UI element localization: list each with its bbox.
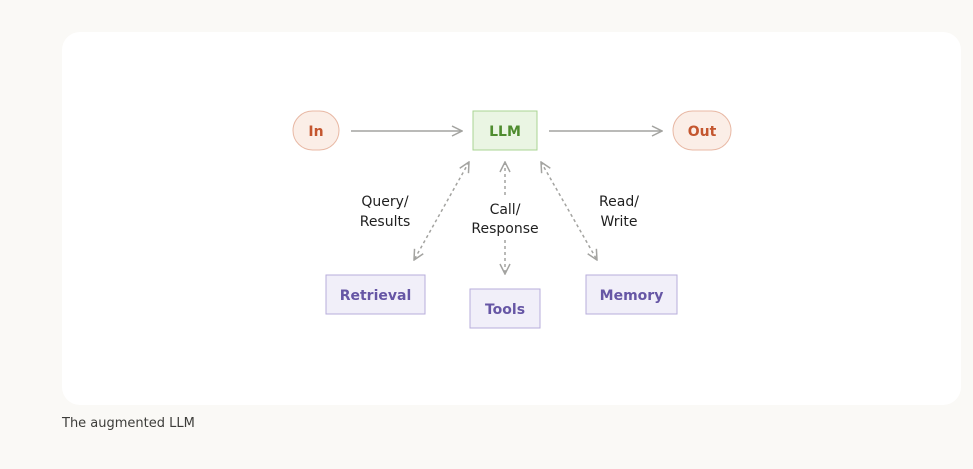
node-retrieval-label: Retrieval xyxy=(340,288,412,304)
arrow-llm-retrieval xyxy=(414,162,469,260)
node-out-label: Out xyxy=(688,124,717,140)
node-llm-label: LLM xyxy=(489,124,521,140)
node-in: In xyxy=(292,110,340,151)
call-response-backdrop xyxy=(468,196,544,240)
edge-label-write: Write xyxy=(601,214,638,230)
edge-label-call: Call/ xyxy=(490,202,521,218)
figure-caption: The augmented LLM xyxy=(62,416,195,431)
node-out: Out xyxy=(672,110,732,151)
edge-label-query: Query/ xyxy=(361,194,409,210)
node-memory: Memory xyxy=(585,274,678,315)
node-in-label: In xyxy=(308,124,323,140)
node-tools: Tools xyxy=(469,288,541,329)
edge-label-results: Results xyxy=(360,214,411,230)
arrow-llm-memory xyxy=(541,162,597,260)
node-tools-label: Tools xyxy=(485,302,525,318)
edge-label-read: Read/ xyxy=(599,194,639,210)
edge-label-response: Response xyxy=(471,221,538,237)
node-llm: LLM xyxy=(472,110,538,151)
node-memory-label: Memory xyxy=(600,288,664,304)
node-retrieval: Retrieval xyxy=(325,274,426,315)
